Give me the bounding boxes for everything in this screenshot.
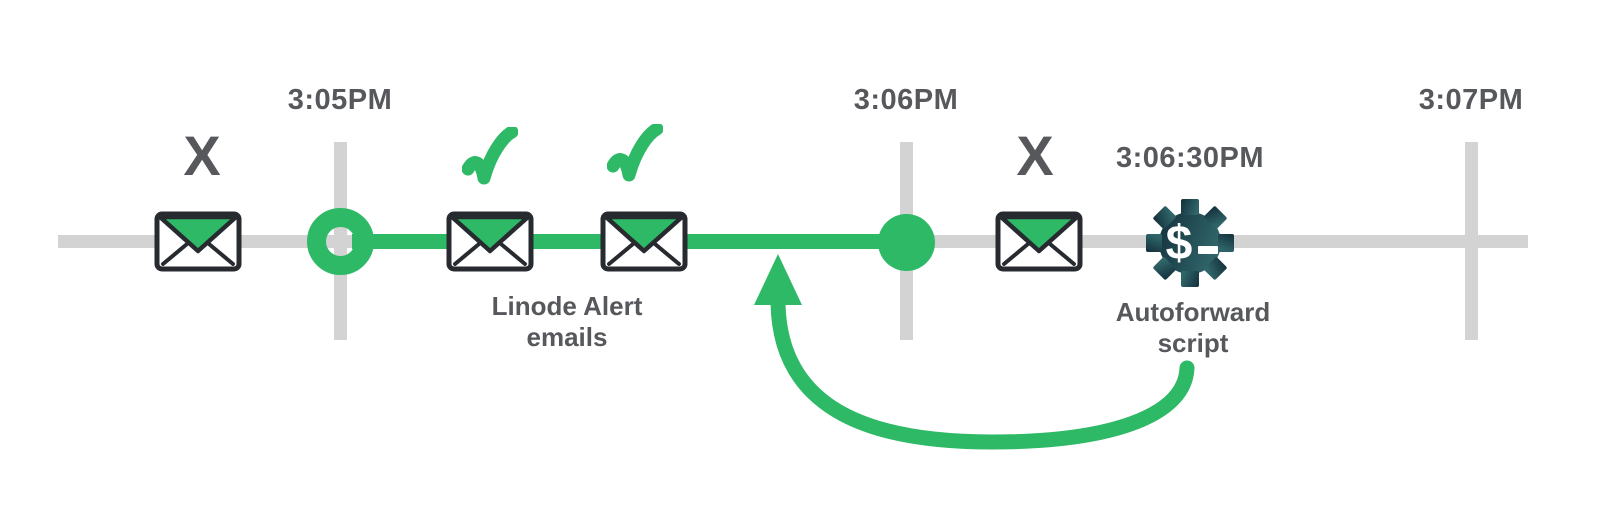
dollar-prompt-glyph: $	[1166, 217, 1193, 270]
alert-emails-caption: Linode Alert emails	[442, 291, 692, 353]
check-icon	[462, 127, 518, 185]
envelope-icon	[600, 211, 688, 272]
tick-3-07pm	[1465, 142, 1478, 340]
script-time-label: 3:06:30PM	[1116, 142, 1264, 174]
prompt-underscore-glyph	[1198, 246, 1218, 254]
open-circle-marker	[307, 208, 374, 275]
tick-label-3-06pm: 3:06PM	[853, 84, 959, 116]
autoforward-script-caption: Autoforward script	[1068, 297, 1318, 359]
autoforward-script-caption-line2: script	[1157, 328, 1229, 358]
x-mark: X	[183, 124, 221, 187]
envelope-icon	[995, 211, 1083, 272]
check-icon	[607, 124, 663, 182]
alert-emails-caption-line2: emails	[526, 322, 608, 352]
alert-emails-caption-line1: Linode Alert	[491, 291, 643, 321]
envelope-icon	[154, 211, 242, 272]
filled-circle-marker	[878, 214, 935, 271]
envelope-icon	[446, 211, 534, 272]
autoforward-script-caption-line1: Autoforward	[1115, 297, 1271, 327]
tick-label-3-07pm: 3:07PM	[1418, 84, 1524, 116]
gear-terminal-icon: $	[1146, 199, 1234, 287]
x-mark: X	[1016, 124, 1054, 187]
loop-arrow-icon	[754, 254, 1195, 450]
tick-label-3-05pm: 3:05PM	[287, 84, 393, 116]
